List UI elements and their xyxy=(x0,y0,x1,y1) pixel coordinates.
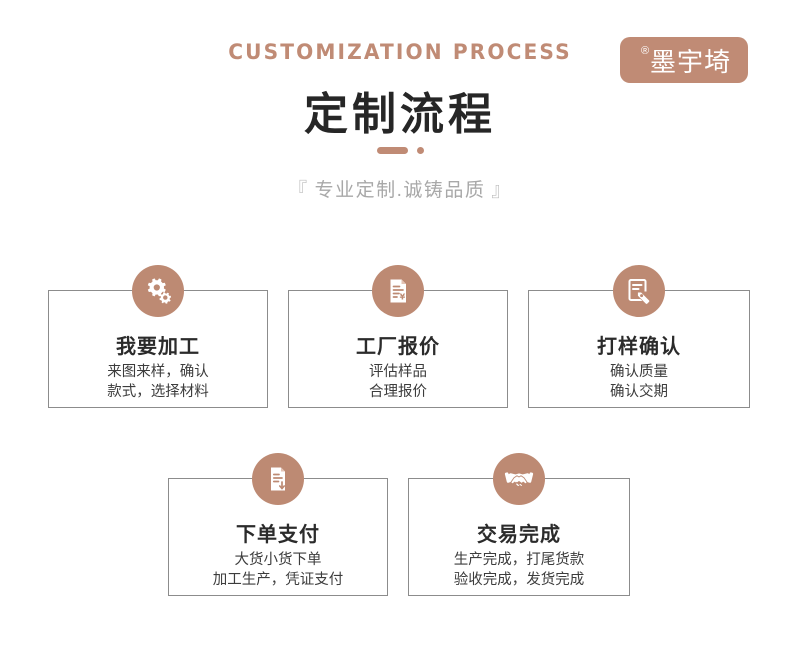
step-description-line: 确认质量 xyxy=(610,364,668,380)
step-description: 确认质量 确认交期 xyxy=(529,362,749,402)
divider-dot-icon xyxy=(416,147,424,154)
step-description-line: 评估样品 xyxy=(369,364,427,380)
page-title: 定制流程 xyxy=(304,90,496,139)
gears-icon xyxy=(132,265,184,317)
step-description-line: 生产完成，打尾货款 xyxy=(453,552,585,568)
handshake-icon xyxy=(493,453,545,505)
step-description-line: 加工生产，凭证支付 xyxy=(212,572,344,588)
step-description-line: 确认交期 xyxy=(610,384,668,400)
page-subtitle: 『专业定制.诚铸品质』 xyxy=(0,175,800,202)
step-title: 交易完成 xyxy=(477,524,561,546)
step-description-line: 大货小货下单 xyxy=(234,552,322,568)
svg-text:¥: ¥ xyxy=(400,293,406,302)
step-title: 打样确认 xyxy=(597,336,681,358)
step-title: 下单支付 xyxy=(236,524,320,546)
registered-trademark-icon: ® xyxy=(640,44,650,57)
step-description: 生产完成，打尾货款 验收完成，发货完成 xyxy=(409,550,629,590)
divider-dash-icon xyxy=(376,147,408,154)
process-step-card[interactable]: 我要加工 来图来样，确认 款式，选择材料 xyxy=(48,265,268,408)
subtitle-text: 专业定制.诚铸品质 xyxy=(314,180,486,201)
brand-name: 墨宇埼 xyxy=(650,46,732,77)
document-download-icon xyxy=(252,453,304,505)
document-tag-icon xyxy=(613,265,665,317)
step-title: 我要加工 xyxy=(116,336,200,358)
brand-badge: ® 墨宇埼 xyxy=(620,37,748,83)
subtitle-open-bracket: 『 xyxy=(288,180,309,201)
process-step-card[interactable]: ¥ 工厂报价 评估样品 合理报价 xyxy=(288,265,508,408)
step-description-line: 验收完成，发货完成 xyxy=(453,572,585,588)
step-title: 工厂报价 xyxy=(356,336,440,358)
page-header: CUSTOMIZATION PROCESS ® 墨宇埼 定制流程 『专业定制.诚… xyxy=(0,0,800,225)
subtitle-close-bracket: 』 xyxy=(491,180,512,201)
step-description-line: 合理报价 xyxy=(369,384,427,400)
step-description-line: 来图来样，确认 xyxy=(107,364,209,380)
step-description: 来图来样，确认 款式，选择材料 xyxy=(49,362,267,402)
eyebrow-text: CUSTOMIZATION PROCESS xyxy=(228,40,572,64)
step-description: 评估样品 合理报价 xyxy=(289,362,507,402)
process-step-card[interactable]: 打样确认 确认质量 确认交期 xyxy=(528,265,750,408)
step-description-line: 款式，选择材料 xyxy=(107,384,209,400)
process-step-card[interactable]: 交易完成 生产完成，打尾货款 验收完成，发货完成 xyxy=(408,453,630,596)
process-step-card[interactable]: 下单支付 大货小货下单 加工生产，凭证支付 xyxy=(168,453,388,596)
invoice-yuan-icon: ¥ xyxy=(372,265,424,317)
title-divider xyxy=(0,147,800,154)
step-description: 大货小货下单 加工生产，凭证支付 xyxy=(169,550,387,590)
